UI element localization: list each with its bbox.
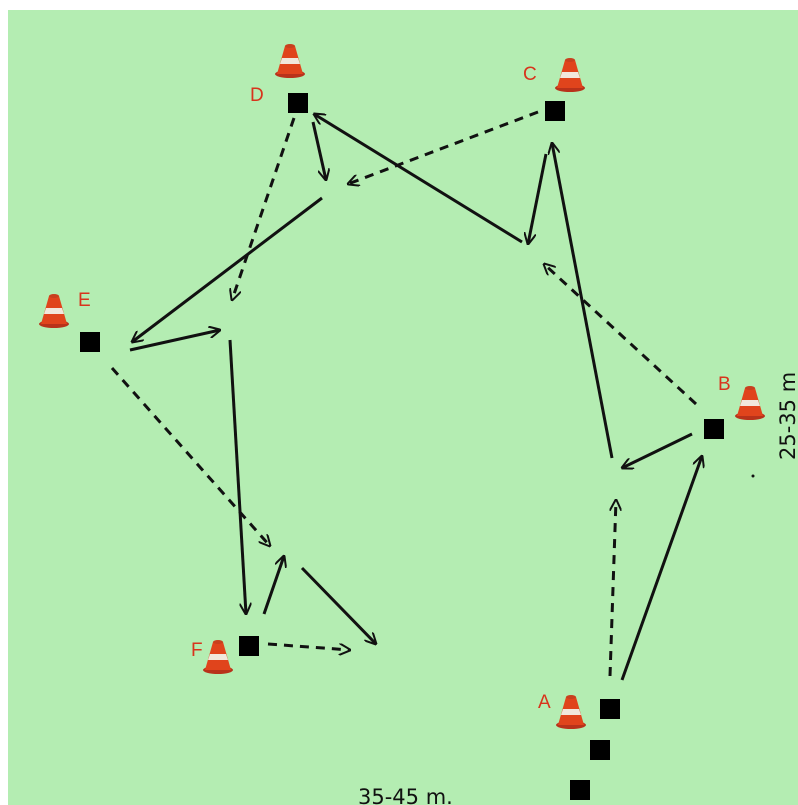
marker-e bbox=[80, 332, 100, 352]
solid-paths bbox=[130, 114, 702, 681]
station-label-f: F bbox=[191, 640, 203, 661]
station-label-a: A bbox=[538, 692, 551, 713]
station-label-d: D bbox=[250, 85, 264, 106]
drill-field: A B C D E F 35-45 m. 25-35 m bbox=[8, 10, 798, 805]
field-background bbox=[8, 10, 798, 805]
marker-a3 bbox=[570, 780, 590, 800]
marker-c bbox=[545, 101, 565, 121]
dashed-paths bbox=[110, 110, 698, 677]
station-label-b: B bbox=[718, 374, 731, 395]
dimension-bottom: 35-45 m. bbox=[358, 785, 453, 805]
marker-a bbox=[600, 699, 620, 719]
dot bbox=[751, 474, 755, 478]
marker-a2 bbox=[590, 740, 610, 760]
marker-f bbox=[239, 636, 259, 656]
marker-b bbox=[704, 419, 724, 439]
marker-d bbox=[288, 93, 308, 113]
dimension-right: 25-35 m bbox=[776, 372, 798, 460]
station-label-e: E bbox=[78, 290, 91, 311]
station-markers bbox=[80, 93, 724, 800]
station-label-c: C bbox=[523, 64, 537, 85]
